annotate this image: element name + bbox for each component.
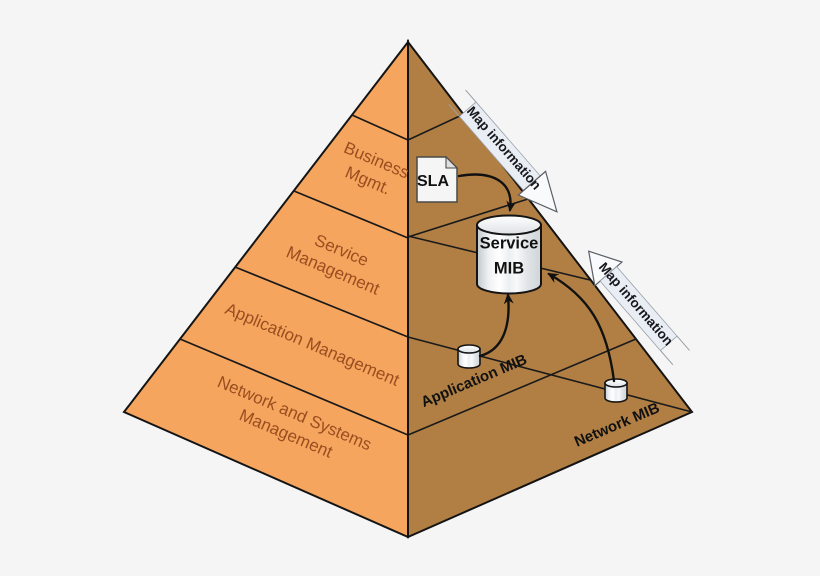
pyramid — [122, 39, 694, 539]
network-mib-cylinder-icon — [604, 378, 628, 403]
layer-divider-lines-left — [179, 114, 409, 436]
sla-document-icon — [416, 155, 459, 203]
arrow-sla-to-service-mib — [457, 173, 517, 212]
document-fold-corner — [445, 155, 459, 169]
map-information-arrow-right — [587, 250, 690, 366]
arrow-network-mib-to-service-mib — [547, 272, 616, 383]
ribbon-band — [599, 266, 678, 352]
map-information-arrow-top — [448, 89, 558, 213]
flow-arrows — [457, 173, 616, 383]
service-mib-cylinder-icon — [476, 214, 542, 295]
arrow-application-mib-to-service-mib — [478, 293, 514, 358]
pyramid-right-face — [407, 39, 694, 539]
ribbon-arrowhead-icon — [517, 170, 558, 213]
application-mib-cylinder-icon — [457, 344, 481, 369]
pyramid-left-face — [122, 39, 409, 539]
